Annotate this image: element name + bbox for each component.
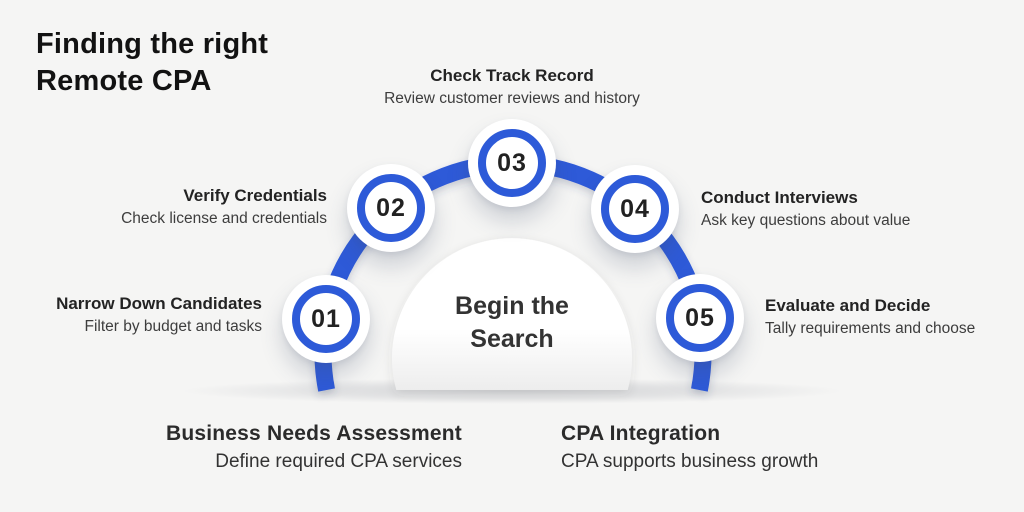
- step-ring-05: 05: [666, 284, 734, 352]
- step-node-02: 02: [347, 164, 435, 252]
- page-title-line2: Remote CPA: [36, 65, 212, 97]
- step-title-04: Conduct Interviews: [701, 188, 858, 207]
- center-dome: [392, 238, 633, 390]
- step-number-04: 04: [620, 194, 650, 223]
- step-title-02: Verify Credentials: [183, 186, 327, 205]
- footer-description-cpa-integration: CPA supports business growth: [561, 451, 819, 472]
- page-title-line1: Finding the right: [36, 28, 269, 60]
- step-node-01: 01: [282, 275, 370, 363]
- step-number-01: 01: [311, 304, 341, 333]
- step-title-01: Narrow Down Candidates: [56, 294, 262, 313]
- step-ring-02: 02: [357, 174, 425, 242]
- step-title-05: Evaluate and Decide: [765, 296, 931, 315]
- step-description-05: Tally requirements and choose: [765, 320, 976, 337]
- step-node-05: 05: [656, 274, 744, 362]
- step-label-02: Verify Credentials Check license and cre…: [121, 186, 327, 228]
- footer-title-business-needs: Business Needs Assessment: [165, 422, 462, 445]
- step-ring-04: 04: [601, 175, 669, 243]
- center-label: Begin the Search: [455, 292, 569, 353]
- page-title: Finding the right Remote CPA: [36, 26, 268, 100]
- step-number-03: 03: [497, 148, 527, 177]
- step-description-03: Review customer reviews and history: [384, 90, 640, 107]
- step-label-05: Evaluate and Decide Tally requirements a…: [765, 296, 975, 338]
- step-label-01: Narrow Down Candidates Filter by budget …: [56, 294, 262, 336]
- step-description-02: Check license and credentials: [121, 210, 327, 227]
- step-node-04: 04: [591, 165, 679, 253]
- step-number-05: 05: [685, 303, 715, 332]
- footer-title-cpa-integration: CPA Integration: [561, 422, 721, 445]
- step-node-03: 03: [468, 119, 556, 207]
- step-title-03: Check Track Record: [430, 66, 594, 85]
- step-label-04: Conduct Interviews Ask key questions abo…: [701, 188, 910, 230]
- step-label-03: Check Track Record Review customer revie…: [312, 66, 712, 108]
- ground-shadow: [182, 378, 842, 404]
- footer-block-business-needs: Business Needs Assessment Define require…: [166, 422, 462, 473]
- step-number-02: 02: [376, 193, 406, 222]
- step-ring-03: 03: [478, 129, 546, 197]
- step-description-01: Filter by budget and tasks: [84, 318, 263, 335]
- step-ring-01: 01: [292, 285, 360, 353]
- footer-description-business-needs: Define required CPA services: [215, 451, 462, 472]
- step-description-04: Ask key questions about value: [701, 212, 911, 229]
- footer-block-cpa-integration: CPA Integration CPA supports business gr…: [561, 422, 818, 473]
